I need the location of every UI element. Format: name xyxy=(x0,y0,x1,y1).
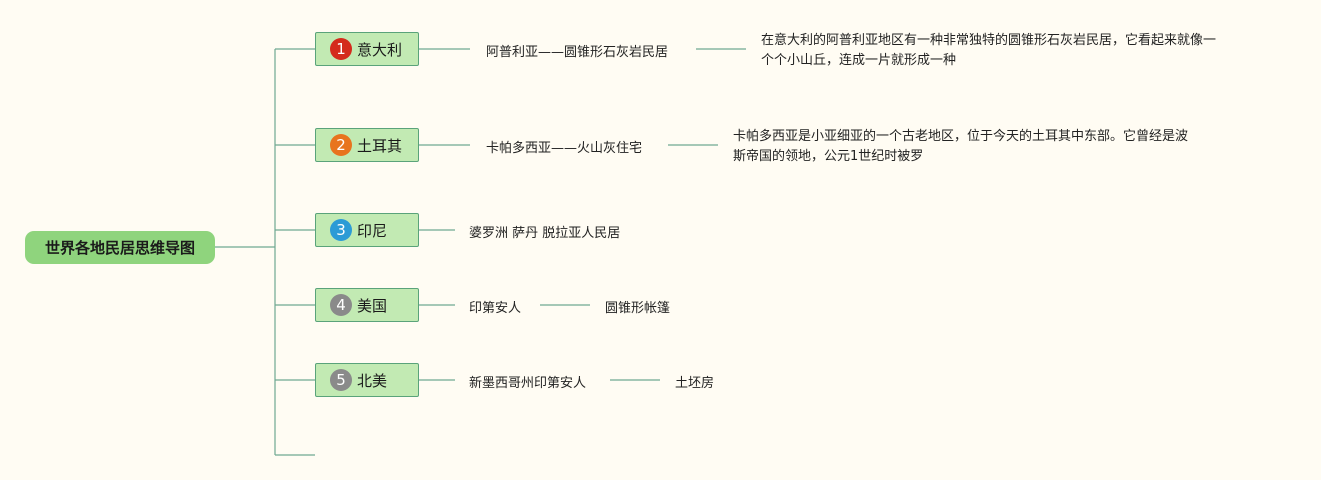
note-apulia[interactable]: 在意大利的阿普利亚地区有一种非常独特的圆锥形石灰岩民居，它看起来就像一 个个小山… xyxy=(761,31,1261,71)
topic-adobe-house[interactable]: 土坯房 xyxy=(675,376,715,391)
note-cappadocia[interactable]: 卡帕多西亚是小亚细亚的一个古老地区，位于今天的土耳其中东部。它曾经是波 斯帝国的… xyxy=(733,127,1233,167)
branch-label: 北美 xyxy=(357,371,388,390)
topic-new-mexico-natives[interactable]: 新墨西哥州印第安人 xyxy=(469,376,587,391)
branch-node-north-america[interactable]: 5 北美 xyxy=(315,363,419,397)
branch-node-indonesia[interactable]: 3 印尼 xyxy=(315,213,419,247)
branch-label: 意大利 xyxy=(357,40,403,59)
branch-node-turkey[interactable]: 2 土耳其 xyxy=(315,128,419,162)
number-badge-5: 5 xyxy=(330,369,352,391)
topic-apulia[interactable]: 阿普利亚——圆锥形石灰岩民居 xyxy=(486,45,669,60)
note-line: 斯帝国的领地，公元1世纪时被罗 xyxy=(733,149,924,164)
root-title: 世界各地民居思维导图 xyxy=(44,239,195,257)
number-badge-4: 4 xyxy=(330,294,352,316)
topic-borneo[interactable]: 婆罗洲 萨丹 脱拉亚人民居 xyxy=(469,226,621,241)
note-line: 在意大利的阿普利亚地区有一种非常独特的圆锥形石灰岩民居，它看起来就像一 xyxy=(761,33,1217,48)
note-line: 个个小山丘，连成一片就形成一种 xyxy=(761,53,957,68)
topic-native-americans[interactable]: 印第安人 xyxy=(469,301,522,316)
topic-cappadocia[interactable]: 卡帕多西亚——火山灰住宅 xyxy=(486,141,643,156)
number-badge-2: 2 xyxy=(330,134,352,156)
branch-node-italy[interactable]: 1 意大利 xyxy=(315,32,419,66)
note-line: 卡帕多西亚是小亚细亚的一个古老地区，位于今天的土耳其中东部。它曾经是波 xyxy=(733,129,1189,144)
branch-label: 土耳其 xyxy=(357,136,403,155)
number-badge-3: 3 xyxy=(330,219,352,241)
root-node[interactable]: 世界各地民居思维导图 xyxy=(25,231,215,264)
branch-label: 美国 xyxy=(357,296,388,315)
branch-label: 印尼 xyxy=(357,221,388,240)
number-badge-1: 1 xyxy=(330,38,352,60)
topic-tipi[interactable]: 圆锥形帐篷 xyxy=(605,301,671,316)
branch-node-usa[interactable]: 4 美国 xyxy=(315,288,419,322)
